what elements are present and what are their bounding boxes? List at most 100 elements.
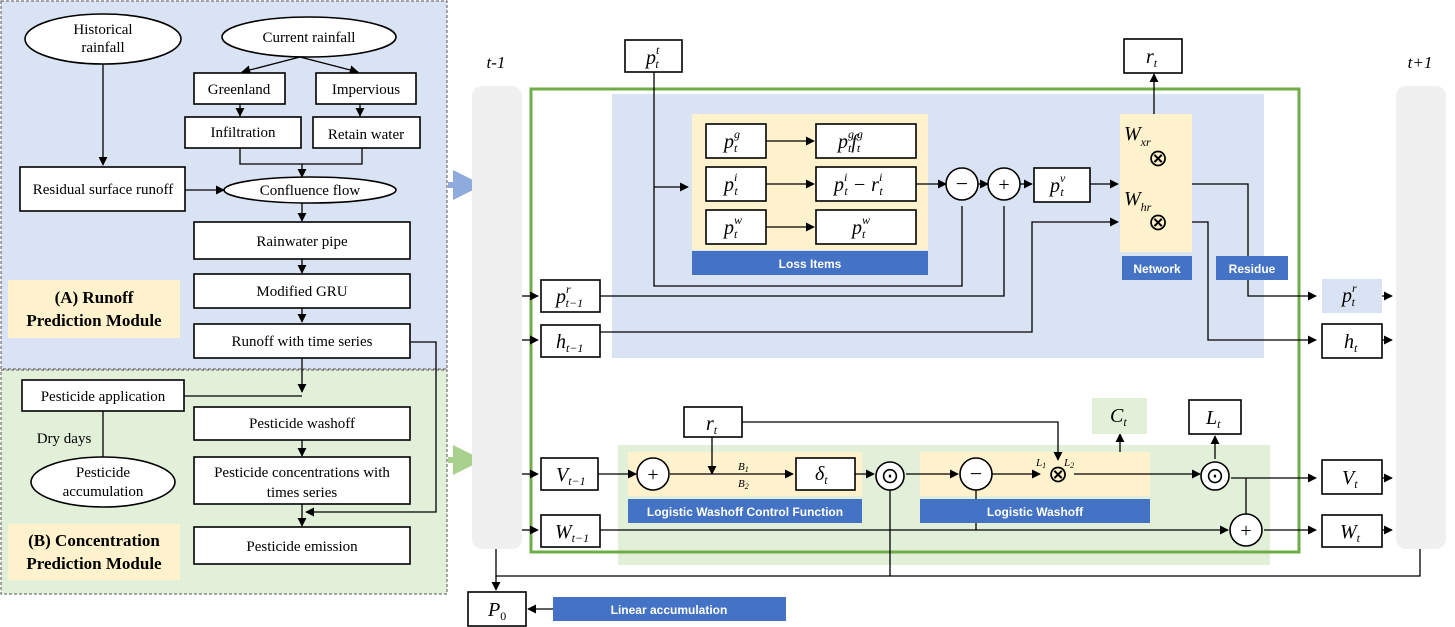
- dot-operator-left: [875, 461, 905, 491]
- module-b-line2: Prediction Module: [26, 554, 162, 573]
- w-next-box: [1321, 514, 1383, 548]
- right-model: t-1 t+1: [467, 38, 1446, 627]
- next-time-bar: [1396, 86, 1446, 549]
- loss-items-label: Loss Items: [779, 257, 842, 271]
- pesticide-application-label: Pesticide application: [41, 389, 166, 405]
- prev-time-bar: [472, 86, 522, 549]
- residual-runoff-node: [19, 166, 186, 212]
- pesticide-concentrations-node: [193, 456, 411, 505]
- pesticide-application-node: [21, 379, 185, 412]
- ptw-box: [705, 209, 767, 245]
- runoff-time-series-node: [193, 323, 411, 359]
- washoff-control-tag: [628, 499, 862, 523]
- network-label: Network: [1133, 262, 1181, 276]
- logistic-washoff-label: Logistic Washoff: [987, 505, 1084, 519]
- b1-label: B1: [738, 461, 749, 474]
- ptg-box: [705, 123, 767, 159]
- plus-operator-w-symbol: +: [1240, 520, 1251, 542]
- pesticide-concentrations-line2: times series: [267, 485, 338, 501]
- pti-box: [705, 166, 767, 202]
- time-prev-label: t-1: [487, 53, 506, 72]
- pr-prev-box: [540, 279, 601, 313]
- dot-operator-right: [1200, 461, 1230, 491]
- rainwater-pipe-node: [193, 221, 411, 260]
- dot-operator-right-symbol: ⊙: [1206, 463, 1224, 488]
- lt-box: [1188, 399, 1242, 435]
- minus-operator-washoff: [959, 457, 993, 491]
- historical-rainfall-line1: Historical: [73, 22, 132, 38]
- confluence-flow-label: Confluence flow: [260, 183, 361, 199]
- p0-box: [467, 591, 527, 627]
- greenland-label: Greenland: [208, 82, 271, 98]
- pt-t-box: [624, 39, 683, 73]
- time-next-label: t+1: [1408, 53, 1433, 72]
- ptv-box: [1033, 167, 1091, 203]
- plus-operator-upper-symbol: +: [998, 174, 1009, 196]
- pesticide-concentrations-line1: Pesticide concentrations with: [214, 465, 390, 481]
- v-next-box: [1321, 459, 1383, 495]
- dot-operator-left-symbol: ⊙: [881, 463, 899, 488]
- w-next-symbol: Wt: [1340, 521, 1361, 545]
- module-b-label-box: [8, 524, 180, 580]
- delta-box: [795, 457, 856, 491]
- pesticide-accumulation-node: [30, 456, 176, 508]
- rt-symbol: rt: [1146, 46, 1158, 70]
- logistic-washoff-tag: [920, 499, 1150, 523]
- l1-label: L1: [1035, 457, 1046, 470]
- module-a-label-box: [8, 280, 180, 338]
- modified-gru-label: Modified GRU: [256, 284, 347, 300]
- residue-label: Residue: [1229, 262, 1276, 276]
- rainwater-pipe-label: Rainwater pipe: [256, 234, 348, 250]
- network-tag: [1122, 256, 1192, 280]
- cell-frame: [529, 87, 1301, 554]
- residual-runoff-label: Residual surface runoff: [33, 182, 174, 198]
- ptg-ftg-box: [815, 123, 917, 159]
- h-prev-box: [540, 324, 601, 358]
- linear-accumulation-tag: [553, 597, 786, 621]
- retain-water-label: Retain water: [328, 127, 404, 143]
- module-a-line1: (A) Runoff: [55, 288, 134, 307]
- pr-next-box: [1322, 279, 1382, 313]
- times-operator-wxr: ⊗: [1148, 146, 1168, 172]
- pesticide-accumulation-line2: accumulation: [63, 484, 144, 500]
- current-rainfall-node: [221, 16, 397, 58]
- v-prev-box: [540, 457, 599, 491]
- greenland-node: [193, 72, 286, 105]
- left-flowchart: Historical rainfall Current rainfall Gre…: [0, 0, 448, 595]
- plus-operator-control: [636, 457, 670, 491]
- historical-rainfall-node: [24, 13, 182, 65]
- loss-items-tag: [692, 251, 928, 275]
- rt-lower-box: [683, 406, 743, 438]
- infiltration-node: [184, 116, 302, 149]
- retain-water-node: [312, 116, 421, 149]
- l2-label: L2: [1063, 457, 1074, 470]
- residue-tag: [1216, 256, 1288, 280]
- rt-box: [1123, 38, 1183, 74]
- module-b-line1: (B) Concentration: [28, 531, 160, 550]
- minus-operator-upper: [945, 167, 979, 201]
- pesticide-accumulation-line1: Pesticide: [76, 465, 130, 481]
- infiltration-label: Infiltration: [211, 125, 276, 141]
- pesticide-washoff-label: Pesticide washoff: [249, 416, 355, 432]
- network-panel: [1120, 114, 1192, 252]
- h-next-box: [1321, 323, 1383, 359]
- times-operator-whr: ⊗: [1148, 210, 1168, 236]
- plus-operator-w: [1229, 513, 1263, 547]
- module-a-line2: Prediction Module: [26, 311, 162, 330]
- pesticide-washoff-node: [193, 406, 411, 441]
- ct-symbol: Ct: [1110, 405, 1127, 429]
- plus-operator-upper: [987, 167, 1021, 201]
- modified-gru-node: [193, 273, 411, 309]
- v-next-symbol: Vt: [1342, 467, 1358, 491]
- minus-operator-upper-symbol: −: [956, 171, 968, 196]
- pesticide-emission-node: [193, 526, 411, 565]
